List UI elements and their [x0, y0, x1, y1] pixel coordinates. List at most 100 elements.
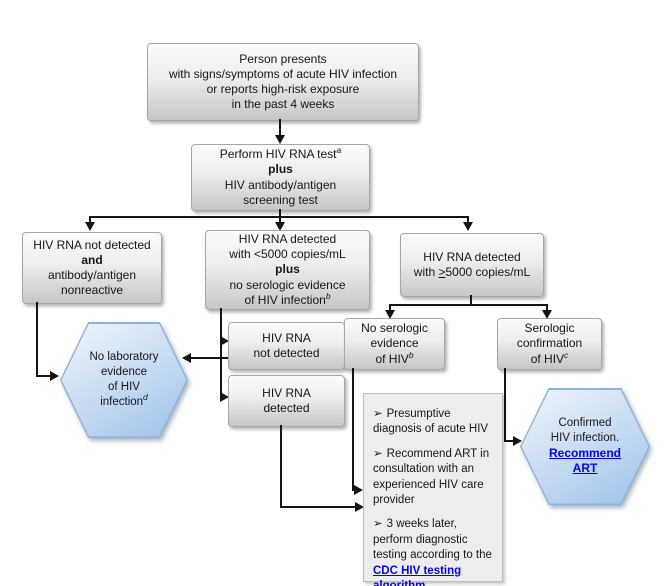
node-serologic-confirmation: Serologic confirmation of HIVc — [497, 318, 602, 370]
node-text-line: and — [81, 252, 103, 267]
node-text-line: detected — [263, 401, 310, 415]
arrowhead-left-icon — [182, 353, 191, 363]
node-text-line: HIV RNA not detected — [33, 237, 151, 252]
connector-high-right — [546, 306, 548, 311]
connector-negative-turn — [36, 375, 51, 377]
connector-high-bar — [389, 304, 548, 306]
footnote-b: b — [408, 349, 414, 360]
connector-split-left — [89, 218, 91, 223]
connector-high-down — [470, 295, 472, 306]
node-text-line: Perform HIV RNA testa — [219, 145, 342, 162]
connector-noserologic-down — [352, 368, 354, 491]
connector-split-mid — [279, 218, 281, 223]
node-no-serologic-evidence: No serologic evidence of HIVb — [344, 318, 445, 370]
node-text-line: antibody/antigen — [47, 268, 137, 282]
connector-repeat-to-hex — [190, 357, 228, 359]
connector-confirmation-down — [504, 368, 506, 442]
connector-start-perform — [279, 119, 281, 136]
arrowhead-down-icon — [463, 222, 473, 231]
node-text-line: plus — [268, 162, 293, 177]
hexagon-body: No laboratory evidence of HIV infectiond — [61, 323, 187, 437]
node-perform-tests: Perform HIV RNA testa plus HIV antibody/… — [191, 144, 370, 211]
arrowhead-down-icon — [275, 222, 285, 231]
footnote-a: a — [336, 145, 342, 156]
node-text-line: of HIVc — [530, 349, 569, 367]
action-panel: ➢Presumptive diagnosis of acute HIV ➢Rec… — [363, 393, 503, 586]
connector-negative-down — [36, 302, 38, 376]
action-item-retest: ➢3 weeks later, perform diagnostic testi… — [373, 517, 494, 586]
action-text: Presumptive diagnosis of acute HIV — [373, 408, 489, 436]
arrowhead-down-icon — [385, 310, 395, 319]
node-text-line: of HIV infectionb — [244, 290, 331, 308]
connector-detected-down — [280, 425, 282, 507]
node-text-line: HIV RNA detected — [423, 249, 521, 264]
node-text-line: HIV infection. — [550, 431, 620, 444]
node-text: Perform HIV RNA test — [219, 147, 337, 162]
arrowhead-right-icon — [513, 436, 522, 446]
node-text-line: Person presents — [239, 51, 327, 66]
node-text-line: infectiond — [100, 392, 148, 410]
connector-high-left — [389, 306, 391, 311]
node-text: of HIV infection — [244, 292, 326, 307]
node-text-line: with <5000 copies/mL — [229, 247, 346, 262]
node-text-line: HIV RNA detected — [238, 231, 337, 246]
node-text-line: no serologic evidence — [229, 277, 346, 292]
action-text: Recommend ART in consultation with an ex… — [373, 447, 490, 507]
node-text: with — [413, 265, 439, 279]
node-rna-detected-low-copies: HIV RNA detected with <5000 copies/mL pl… — [205, 230, 370, 310]
recommend-art-link[interactable]: Recommend ART — [548, 445, 622, 476]
node-text: of HIV — [530, 351, 565, 366]
arrowhead-right-icon — [220, 392, 229, 402]
node-person-presents: Person presents with signs/symptoms of a… — [147, 43, 419, 121]
connector-split-bar — [89, 216, 469, 218]
connector-low-down — [220, 308, 222, 398]
cdc-hiv-testing-algorithm-link[interactable]: CDC HIV testing algorithm — [373, 564, 462, 586]
connector-perform-split — [279, 209, 281, 217]
greater-equal-sign: > — [438, 265, 446, 279]
node-text: of HIV — [375, 351, 409, 366]
node-text-line: with >5000 copies/mL — [414, 265, 530, 280]
bullet-arrow-icon: ➢ — [373, 447, 383, 460]
node-text-line: confirmation — [516, 336, 583, 351]
node-text-line: evidence — [370, 336, 419, 351]
node-repeat-rna-not-detected: HIV RNA not detected — [228, 322, 345, 370]
node-repeat-rna-detected: HIV RNA detected — [228, 375, 345, 427]
bullet-arrow-icon: ➢ — [373, 518, 383, 531]
action-item-presumptive: ➢Presumptive diagnosis of acute HIV — [373, 407, 494, 438]
node-text: 5000 copies/mL — [445, 265, 531, 279]
node-text-line: in the past 4 weeks — [231, 97, 335, 112]
connector-split-right — [467, 218, 469, 223]
arrowhead-right-icon — [355, 502, 364, 512]
node-text-line: No serologic — [361, 321, 428, 336]
connector-confirmation-turn — [504, 440, 514, 442]
node-text-line: HIV antibody/antigen — [224, 177, 337, 192]
node-text-line: plus — [275, 262, 300, 277]
node-no-lab-evidence-hexagon: No laboratory evidence of HIV infectiond — [60, 322, 188, 438]
node-text-line: screening test — [243, 192, 318, 207]
node-text-line: evidence — [100, 366, 148, 379]
node-rna-detected-high-copies: HIV RNA detected with >5000 copies/mL — [400, 233, 544, 297]
arrowhead-down-icon — [275, 135, 285, 144]
arrowhead-right-icon — [50, 371, 59, 381]
node-text-line: of HIVb — [375, 349, 414, 367]
bullet-arrow-icon: ➢ — [373, 408, 383, 420]
node-text-line: HIV RNA — [262, 330, 311, 345]
footnote-c: c — [564, 349, 569, 360]
arrowhead-right-icon — [354, 485, 363, 495]
node-text-line: No laboratory — [89, 351, 159, 364]
node-text-line: nonreactive — [60, 283, 124, 298]
node-confirmed-infection-hexagon: Confirmed HIV infection. Recommend ART — [520, 388, 650, 505]
action-item-recommend-art: ➢Recommend ART in consultation with an e… — [373, 447, 494, 509]
arrowhead-down-icon — [542, 310, 552, 319]
node-text-line: Serologic — [524, 321, 575, 336]
footnote-b: b — [325, 290, 331, 301]
node-rna-not-detected-nonreactive: HIV RNA not detected and antibody/antige… — [22, 232, 162, 304]
node-text-line: not detected — [253, 346, 320, 360]
node-text-line: or reports high-risk exposure — [206, 82, 360, 96]
node-text-line: of HIV — [108, 381, 140, 393]
arrowhead-down-icon — [85, 222, 95, 231]
footnote-d: d — [143, 392, 148, 403]
node-text-line: with signs/symptoms of acute HIV infecti… — [168, 66, 398, 81]
node-text: infection — [100, 395, 144, 408]
